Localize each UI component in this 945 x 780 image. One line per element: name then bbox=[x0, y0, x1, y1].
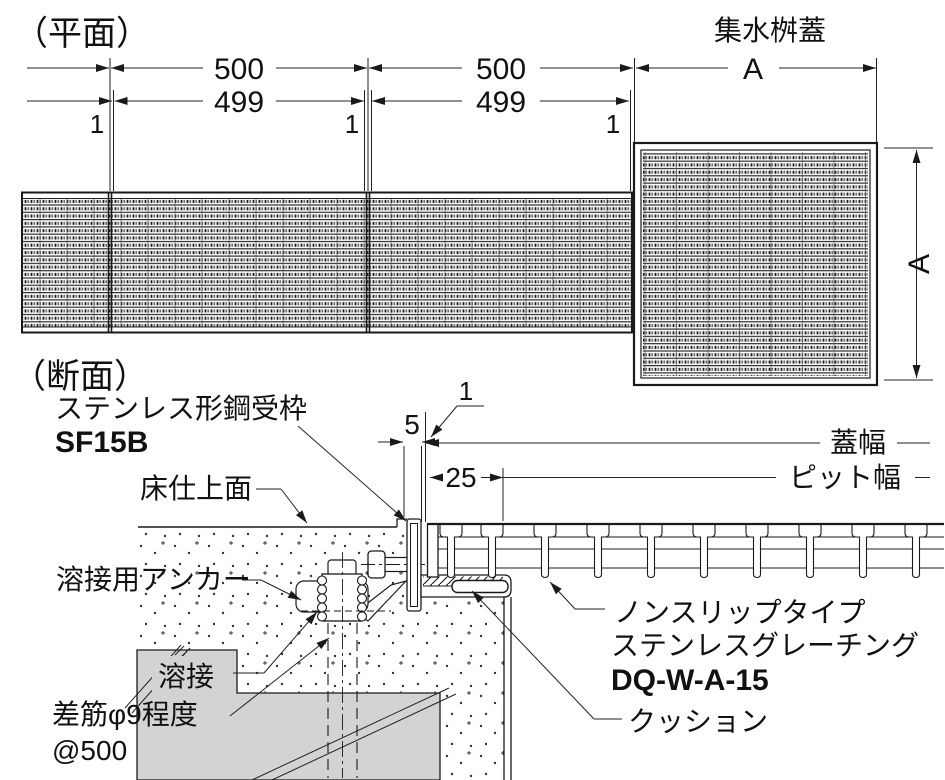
basin-panel-frame bbox=[640, 149, 871, 379]
dim-cover-left: 499 bbox=[214, 86, 264, 119]
pit-width-label: ピット幅 bbox=[789, 462, 901, 493]
dim-gap-left: 1 bbox=[90, 109, 104, 139]
section-labels: ステンレス形鋼受枠 SF15B 床仕上面 溶接用アンカー 溶接 差筋φ9程度 @… bbox=[52, 393, 919, 766]
rebar-pitch-label: @500 bbox=[52, 735, 127, 766]
dim-cover-right: 499 bbox=[476, 86, 526, 119]
cushion-label: クッション bbox=[628, 706, 768, 737]
grating-label-1: ノンスリップタイプ bbox=[614, 597, 865, 628]
anchor-coil-loops bbox=[316, 575, 368, 622]
grating-label-2: ステンレスグレーチング bbox=[611, 630, 919, 661]
cushion bbox=[451, 579, 509, 594]
dim-gap-mid: 1 bbox=[345, 109, 359, 139]
basin-panel-bearing-bars bbox=[643, 152, 868, 376]
plan-title: （平面） bbox=[14, 15, 150, 53]
dim-clearance: 1 bbox=[459, 376, 473, 406]
dim-gap-right: 1 bbox=[606, 109, 620, 139]
grating-section bbox=[426, 522, 944, 579]
basin-panel-outline bbox=[632, 141, 879, 387]
floor-label: 床仕上面 bbox=[140, 473, 252, 504]
grating-t-bars bbox=[439, 523, 928, 579]
frame-model: SF15B bbox=[55, 426, 148, 459]
anchor-label: 溶接用アンカー bbox=[56, 564, 251, 595]
dim-basin-height: A bbox=[903, 254, 936, 274]
basin-cover-label: 集水桝蓋 bbox=[714, 15, 826, 46]
weld-label: 溶接 bbox=[158, 661, 214, 692]
frame-channel bbox=[406, 518, 422, 612]
break-line-right bbox=[251, 687, 457, 780]
frame-leader bbox=[297, 425, 407, 522]
anchor-leader bbox=[260, 579, 302, 601]
weld-leader bbox=[263, 611, 318, 674]
clearance-leader bbox=[430, 405, 458, 438]
dim-frame-top: 5 bbox=[404, 409, 420, 440]
plan-basin-cover-panel bbox=[632, 141, 879, 387]
rebar-leader bbox=[229, 637, 330, 717]
section-title: （断面） bbox=[12, 358, 148, 396]
dim-span-left: 500 bbox=[214, 53, 264, 86]
frame-label: ステンレス形鋼受枠 bbox=[55, 393, 307, 424]
frame-seat bbox=[420, 574, 512, 780]
grating-model: DQ-W-A-15 bbox=[611, 664, 769, 697]
rebar-label: 差筋φ9程度 bbox=[52, 699, 198, 730]
section-dimensions: 5 1 蓋幅 25 ピット幅 bbox=[378, 376, 930, 522]
grating-leader bbox=[549, 581, 576, 610]
floor-leader bbox=[280, 488, 308, 524]
dim-seat-width: 25 bbox=[445, 462, 476, 493]
strip-grating-outline bbox=[21, 191, 633, 334]
plan-dim-row-500: 500 500 A bbox=[27, 53, 876, 86]
cover-width-label: 蓋幅 bbox=[830, 427, 886, 458]
plan-dim-basin-height: A bbox=[884, 147, 936, 381]
grating-end-bar bbox=[426, 523, 439, 578]
frame-channel-inner bbox=[410, 523, 418, 607]
section-view: （断面） bbox=[12, 358, 944, 780]
plan-strip-grating bbox=[21, 191, 633, 334]
dim-span-right: 500 bbox=[476, 53, 526, 86]
anchor-coupler bbox=[321, 573, 363, 622]
strip-grating-bearing-bars bbox=[23, 199, 631, 327]
plan-extension-lines bbox=[109, 58, 877, 191]
cushion-leader bbox=[471, 590, 595, 720]
plan-dim-row-499: 499 499 bbox=[27, 86, 629, 119]
dim-basin-width: A bbox=[743, 53, 763, 86]
plan-view: （平面） 集水桝蓋 500 500 bbox=[14, 15, 936, 387]
